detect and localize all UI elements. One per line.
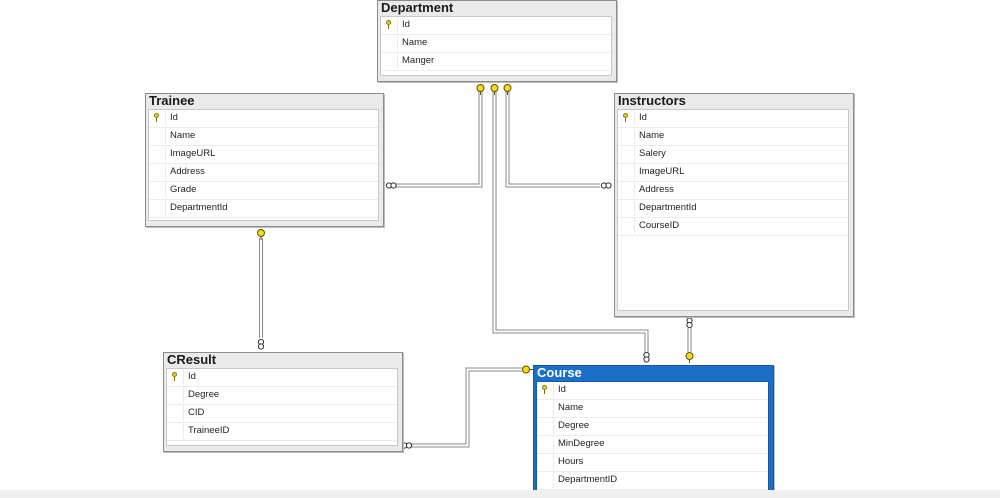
column-name: ImageURL bbox=[170, 148, 216, 159]
column-row[interactable]: Id bbox=[618, 110, 848, 128]
column-name: Name bbox=[639, 130, 665, 141]
column-name: TraineeID bbox=[188, 425, 230, 436]
table-trainee[interactable]: Trainee Id Name ImageURL Address Grade D… bbox=[145, 93, 384, 227]
infinity-icon bbox=[257, 338, 265, 350]
column-row[interactable]: DepartmentId bbox=[149, 200, 378, 218]
column-row[interactable]: Grade bbox=[149, 182, 378, 200]
column-name: Address bbox=[170, 166, 205, 177]
column-row[interactable]: DepartmentId bbox=[618, 200, 848, 218]
column-name: Id bbox=[558, 384, 566, 395]
table-department[interactable]: Department Id Name Manger bbox=[377, 0, 617, 82]
relationship-cresult-course[interactable] bbox=[401, 365, 533, 449]
table-title[interactable]: Course bbox=[537, 366, 582, 380]
relationship-instructors-course[interactable] bbox=[685, 317, 694, 363]
table-course[interactable]: Course Id Name Degree MinDegree Hours De… bbox=[533, 365, 774, 498]
primary-key-icon bbox=[386, 20, 391, 29]
primary-key-icon bbox=[154, 113, 159, 122]
column-list: Id Name ImageURL Address Grade Departmen… bbox=[148, 109, 379, 221]
column-name: DepartmentId bbox=[170, 202, 228, 213]
table-title[interactable]: CResult bbox=[167, 353, 217, 367]
column-name: DepartmentID bbox=[558, 474, 618, 485]
column-name: Degree bbox=[558, 420, 590, 431]
table-title[interactable]: Department bbox=[381, 1, 454, 15]
column-row[interactable]: CID bbox=[167, 405, 397, 423]
column-row[interactable]: Degree bbox=[537, 418, 768, 436]
column-row[interactable]: DepartmentID bbox=[537, 472, 768, 490]
column-name: Name bbox=[558, 402, 584, 413]
column-row[interactable]: Address bbox=[149, 164, 378, 182]
column-name: Id bbox=[402, 19, 410, 30]
primary-key-icon bbox=[542, 385, 547, 394]
key-icon bbox=[490, 84, 499, 95]
column-row[interactable]: Name bbox=[537, 400, 768, 418]
column-row[interactable]: ImageURL bbox=[149, 146, 378, 164]
column-name: CourseID bbox=[639, 220, 680, 231]
key-icon bbox=[257, 229, 265, 240]
column-list: Id Name Degree MinDegree Hours Departmen… bbox=[536, 381, 769, 497]
column-row[interactable]: Degree bbox=[167, 387, 397, 405]
table-title[interactable]: Trainee bbox=[149, 94, 195, 108]
column-name: Manger bbox=[402, 55, 435, 66]
column-row[interactable]: Id bbox=[381, 17, 611, 35]
key-icon bbox=[685, 352, 694, 363]
primary-key-icon bbox=[623, 113, 628, 122]
infinity-icon bbox=[401, 442, 413, 449]
column-name: Id bbox=[188, 371, 196, 382]
column-name: Name bbox=[170, 130, 196, 141]
column-row[interactable]: Name bbox=[381, 35, 611, 53]
horizontal-scrollbar[interactable] bbox=[0, 490, 1000, 498]
column-row[interactable]: Name bbox=[618, 128, 848, 146]
infinity-icon bbox=[385, 182, 397, 189]
column-row[interactable]: Salery bbox=[618, 146, 848, 164]
column-name: Salery bbox=[639, 148, 666, 159]
column-list: Id Name Salery ImageURL Address Departme… bbox=[617, 109, 849, 311]
column-row[interactable]: Manger bbox=[381, 53, 611, 71]
column-row[interactable]: Id bbox=[149, 110, 378, 128]
key-icon bbox=[522, 365, 533, 374]
column-name: Id bbox=[170, 112, 178, 123]
infinity-icon bbox=[643, 351, 650, 363]
key-icon bbox=[476, 84, 485, 95]
column-name: ImageURL bbox=[639, 166, 685, 177]
column-list: Id Name Manger bbox=[380, 16, 612, 76]
column-name: Address bbox=[639, 184, 674, 195]
column-name: Degree bbox=[188, 389, 220, 400]
primary-key-icon bbox=[172, 372, 177, 381]
column-name: Name bbox=[402, 37, 428, 48]
column-name: DepartmentId bbox=[639, 202, 697, 213]
column-row[interactable]: Id bbox=[167, 369, 397, 387]
table-instructors[interactable]: Instructors Id Name Salery ImageURL Addr… bbox=[614, 93, 854, 317]
relationship-trainee-department[interactable] bbox=[385, 84, 485, 189]
table-cresult[interactable]: CResult Id Degree CID TraineeID bbox=[163, 352, 403, 452]
column-row[interactable]: Name bbox=[149, 128, 378, 146]
table-title[interactable]: Instructors bbox=[618, 94, 686, 108]
relationship-cresult-trainee[interactable] bbox=[257, 229, 265, 350]
column-name: MinDegree bbox=[558, 438, 605, 449]
column-row[interactable]: CourseID bbox=[618, 218, 848, 236]
infinity-icon bbox=[686, 317, 693, 329]
column-list: Id Degree CID TraineeID bbox=[166, 368, 398, 446]
column-row[interactable]: Id bbox=[537, 382, 768, 400]
column-row[interactable]: Address bbox=[618, 182, 848, 200]
key-icon bbox=[503, 84, 512, 95]
column-name: CID bbox=[188, 407, 205, 418]
column-name: Hours bbox=[558, 456, 584, 467]
column-name: Id bbox=[639, 112, 647, 123]
infinity-icon bbox=[600, 182, 612, 189]
column-row[interactable]: ImageURL bbox=[618, 164, 848, 182]
relationship-instructors-department[interactable] bbox=[503, 84, 612, 189]
column-row[interactable]: Hours bbox=[537, 454, 768, 472]
column-row[interactable]: TraineeID bbox=[167, 423, 397, 441]
column-name: Grade bbox=[170, 184, 197, 195]
column-row[interactable]: MinDegree bbox=[537, 436, 768, 454]
